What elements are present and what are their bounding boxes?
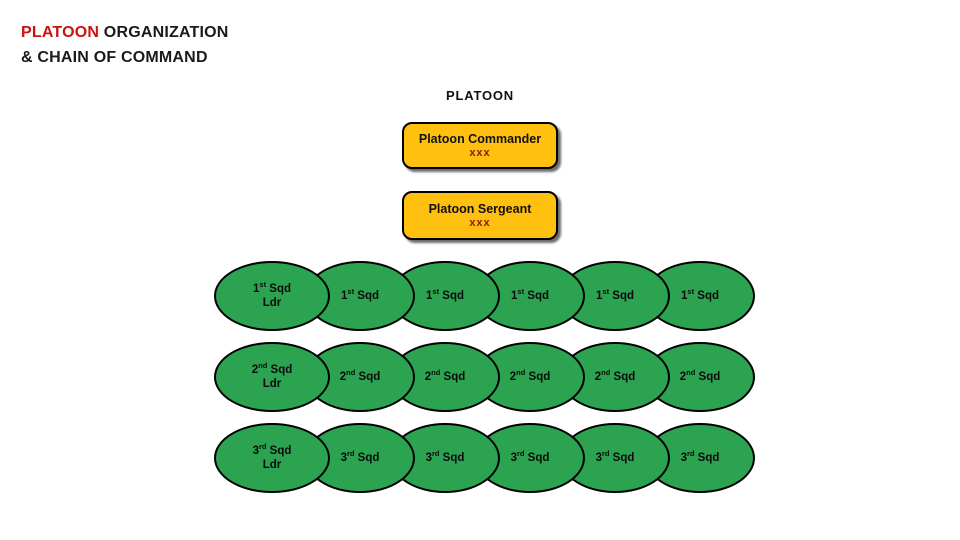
squad-label: 2nd Sqd [594, 368, 636, 383]
squad-label-line2: Ldr [262, 297, 282, 309]
slide-title-line1: PLATOON ORGANIZATION [21, 20, 229, 45]
squad-label-line2: Ldr [262, 459, 282, 471]
squad-label: 1st Sqd [426, 287, 464, 302]
platoon-sergeant-label: Platoon Sergeant [428, 201, 532, 216]
squad-label: 1st Sqd [681, 287, 719, 302]
squad-label-line2: Ldr [262, 378, 282, 390]
squad-label: 2nd Sqd [339, 368, 381, 383]
squad-label: 2nd Sqd [424, 368, 466, 383]
squad-label: 3rd Sqd [510, 449, 550, 464]
squad-label: 3rd Sqd [595, 449, 635, 464]
squad-label: 3rd Sqd [680, 449, 720, 464]
platoon-sergeant-box: Platoon Sergeant xxx [402, 191, 558, 240]
squad-label: 1st Sqd [253, 280, 291, 295]
squad-label: 3rd Sqd [340, 449, 380, 464]
platoon-commander-label: Platoon Commander [418, 131, 542, 146]
squad-member-ellipse: 1st Sqd [390, 261, 500, 331]
slide-title-line2: & CHAIN OF COMMAND [21, 49, 208, 66]
platoon-commander-box: Platoon Commander xxx [402, 122, 558, 169]
org-chart-heading: PLATOON [446, 88, 514, 103]
platoon-sergeant-rank-marker: xxx [469, 216, 491, 229]
squad-label: 3rd Sqd [425, 449, 465, 464]
squad-label: 2nd Sqd [509, 368, 551, 383]
squad-label: 1st Sqd [341, 287, 379, 302]
slide-title: PLATOON ORGANIZATION & CHAIN OF COMMAND [21, 20, 229, 70]
squad-label: 1st Sqd [511, 287, 549, 302]
squad-label: 2nd Sqd [251, 361, 293, 376]
title-word-organization: ORGANIZATION [99, 24, 229, 41]
squad-label: 3rd Sqd [252, 442, 292, 457]
platoon-commander-rank-marker: xxx [469, 146, 491, 159]
squad-label: 1st Sqd [596, 287, 634, 302]
squad-label: 2nd Sqd [679, 368, 721, 383]
title-word-platoon: PLATOON [21, 24, 100, 41]
